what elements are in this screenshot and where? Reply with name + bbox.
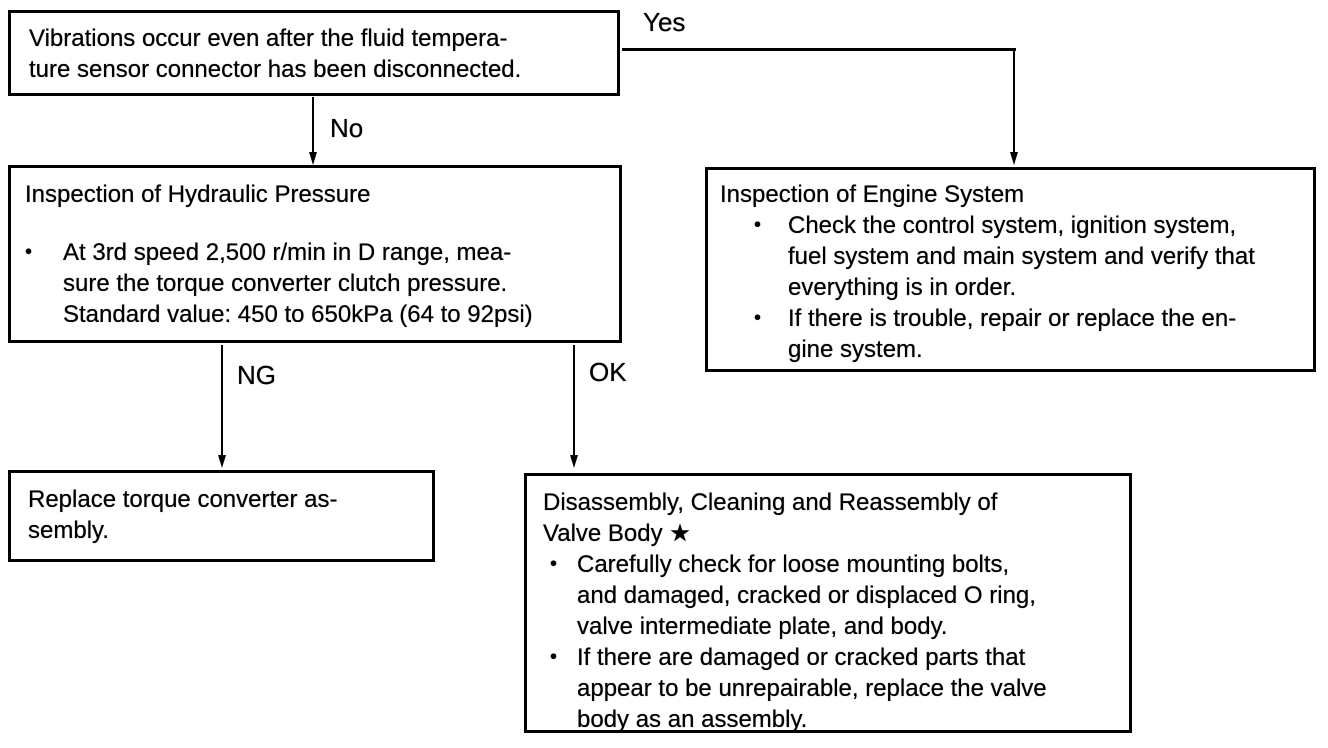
valve-body-title: Disassembly, Cleaning and Reassembly of … [543,489,998,547]
edge-label-ok: OK [589,357,627,387]
node-hydraulic-pressure: Inspection of Hydraulic Pressure • At 3r… [8,165,622,343]
node-valve-body: Disassembly, Cleaning and Reassembly of … [524,473,1132,733]
edge-label-yes: Yes [643,7,686,37]
replace-tc-text: Replace torque converter as- sembly. [28,486,338,544]
engine-bullet-text: Check the control system, ignition syste… [788,212,1255,301]
valve-body-bullet-text: Carefully check for loose mounting bolts… [577,551,1036,640]
hydraulic-bullet-text: At 3rd speed 2,500 r/min in D range, mea… [63,239,533,328]
bullet-icon: • [754,307,762,329]
valve-body-bullet: • If there are damaged or cracked parts … [550,642,1113,735]
engine-bullet: • If there is trouble, repair or replace… [754,303,1301,365]
node-engine-system: Inspection of Engine System • Check the … [705,167,1316,372]
edge-label-no: No [330,113,364,143]
connector-yes-horizontal [622,48,1016,51]
hydraulic-title: Inspection of Hydraulic Pressure [25,181,371,208]
engine-bullet-text: If there is trouble, repair or replace t… [788,305,1237,363]
engine-title: Inspection of Engine System [720,181,1025,208]
node-replace-torque-converter: Replace torque converter as- sembly. [8,470,435,562]
bullet-icon: • [550,646,558,668]
valve-body-bullet-text: If there are damaged or cracked parts th… [577,644,1047,733]
connector-no [312,97,314,153]
connector-ok [573,345,575,456]
arrowhead-down-icon [1010,152,1018,165]
hydraulic-bullet: • At 3rd speed 2,500 r/min in D range, m… [25,237,605,330]
symptom-text: Vibrations occur even after the fluid te… [29,25,522,83]
bullet-icon: • [550,553,558,575]
edge-label-ng: NG [237,360,276,390]
bullet-icon: • [754,214,762,236]
arrowhead-down-icon [570,455,578,468]
bullet-icon: • [25,241,33,263]
arrowhead-down-icon [309,152,317,165]
engine-bullet: • Check the control system, ignition sys… [754,210,1301,303]
connector-yes-vertical [1013,48,1015,154]
connector-ng [221,345,223,456]
node-symptom: Vibrations occur even after the fluid te… [8,10,620,96]
valve-body-bullet: • Carefully check for loose mounting bol… [550,549,1113,642]
arrowhead-down-icon [218,455,226,468]
